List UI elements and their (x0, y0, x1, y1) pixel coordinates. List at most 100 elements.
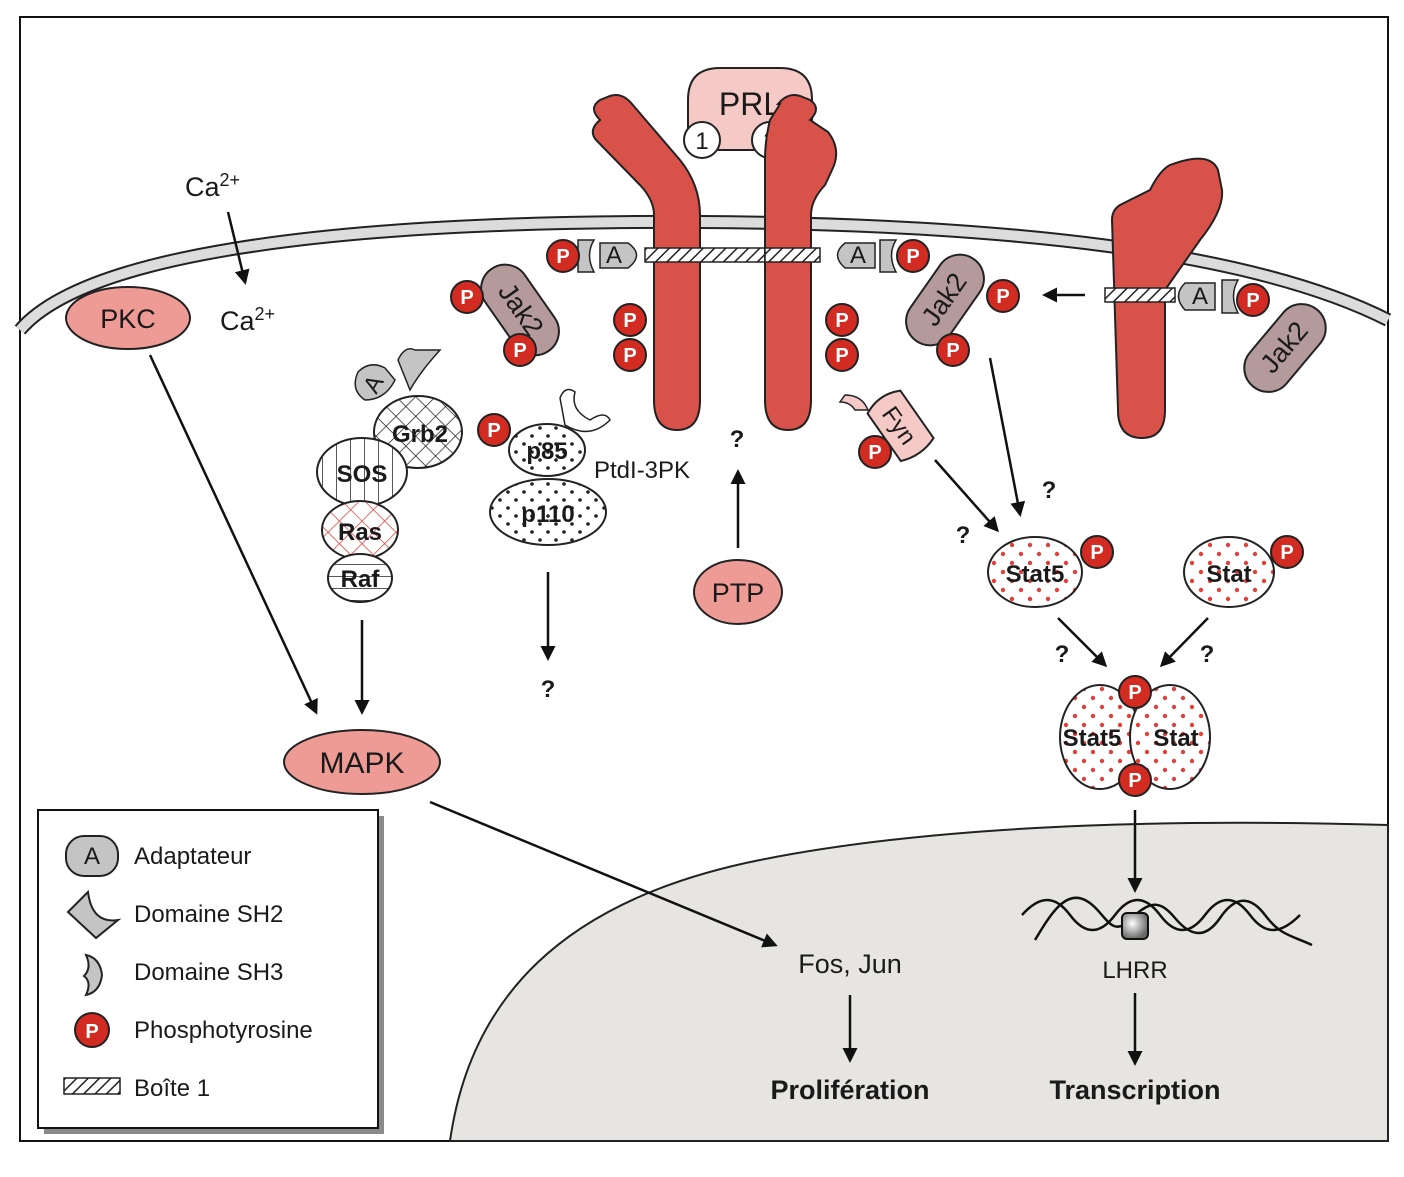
svg-text:P: P (868, 442, 881, 464)
dna-helix (1021, 896, 1313, 947)
adaptor-monomer: A (1177, 279, 1240, 314)
box1-left (644, 247, 766, 263)
svg-text:P: P (460, 287, 473, 309)
pkc-label: PKC (100, 304, 156, 334)
arrows (148, 287, 1209, 1066)
svg-text:P: P (1090, 542, 1103, 564)
svg-text:P: P (1246, 290, 1259, 312)
stat5-node: Stat5 (987, 536, 1083, 608)
ptp-node: PTP (693, 559, 783, 625)
mapk-node: MAPK (283, 729, 441, 795)
legend-label-boite1: Boîte 1 (134, 1075, 210, 1102)
legend-label-sh2: Domaine SH2 (134, 901, 283, 928)
pi3k-label: PtdI-3PK (594, 457, 690, 484)
arrow-pkc-mapk (148, 354, 318, 715)
arrow-stat5-dimer (1057, 617, 1108, 668)
unknown-fyn-stat5: ? (956, 522, 971, 549)
sh2-domain-icon (577, 239, 596, 273)
sh2-domain-icon (1221, 279, 1240, 314)
stat-node: Stat (1183, 536, 1275, 608)
adaptor-label: A (606, 242, 622, 269)
phosphotyrosine-stat5: P (1080, 535, 1114, 569)
phosphotyrosine-jak2-mid-top: P (896, 239, 930, 273)
unknown-jak2-stat5: ? (1042, 477, 1057, 504)
dimer-stat5-label: Stat5 (1063, 725, 1122, 752)
p110-node (489, 478, 607, 546)
box1-hatch-icon (63, 1077, 121, 1095)
adaptor-icon-label: A (84, 843, 100, 870)
grb2-label: Grb2 (392, 421, 448, 448)
svg-text:P: P (513, 340, 526, 362)
phosphotyrosine-jak2-left-side: P (450, 280, 484, 314)
stat-label: Stat (1206, 561, 1251, 588)
pkc-node: PKC (65, 286, 191, 350)
svg-text:P: P (1128, 682, 1141, 704)
sos-label: SOS (337, 461, 388, 488)
phosphotyrosine-jak2-mid-side: P (986, 279, 1020, 313)
phosphotyrosine-jak2-left-bottom: P (503, 333, 537, 367)
adaptor-label: A (850, 242, 866, 269)
adaptor-label: A (1192, 283, 1208, 310)
stat5-label: Stat5 (1006, 561, 1065, 588)
box1-monomer (1104, 287, 1176, 303)
svg-text:P: P (1280, 542, 1293, 564)
unknown-stat5-dimer: ? (1055, 641, 1070, 668)
adaptor-grb2 (354, 364, 396, 401)
svg-text:P: P (1128, 770, 1141, 792)
proliferation-label: Prolifération (770, 1075, 929, 1105)
phospho-icon-label: P (85, 1021, 98, 1043)
adaptor-left: A (577, 239, 638, 273)
svg-text:P: P (835, 310, 848, 332)
calcium-outside: Ca2+ (185, 170, 240, 202)
dimer-stat-label: Stat (1153, 725, 1198, 752)
phosphotyrosine-jak2-left-top: P (546, 239, 580, 273)
nucleus (448, 821, 1389, 1142)
stat-dimer: Stat5 Stat (1059, 684, 1211, 790)
site-1-label: 1 (695, 128, 708, 155)
ras-pathway-complex: A Grb2 SOS Ras Raf (316, 348, 463, 603)
lhrr-label: LHRR (1102, 957, 1167, 984)
sh2-domain-icon (879, 239, 898, 273)
phosphotyrosine-stat: P (1270, 535, 1304, 569)
raf-label: Raf (341, 566, 381, 593)
phosphotyrosine-receptor-left-upper: P (613, 303, 647, 337)
receptor-monomer (1104, 157, 1224, 440)
phosphotyrosine-icon: P (74, 1012, 110, 1048)
phosphotyrosine-receptor-right-upper: P (825, 303, 859, 337)
sh2-domain-icon (559, 388, 611, 433)
dimer-stat-node (1129, 684, 1211, 790)
svg-text:P: P (487, 420, 500, 442)
ptp-label: PTP (712, 578, 765, 608)
svg-text:P: P (946, 340, 959, 362)
box1-right (764, 247, 821, 263)
p110-label: p110 (521, 501, 574, 528)
svg-text:P: P (556, 246, 569, 268)
binding-site-1 (683, 121, 721, 159)
raf-node (327, 553, 393, 603)
unknown-stat-dimer: ? (1200, 641, 1215, 668)
transcription-label: Transcription (1049, 1075, 1220, 1105)
phosphotyrosine-p85: P (477, 413, 511, 447)
calcium-inside: Ca2+ (220, 304, 275, 336)
arrow-jak2-stat5 (988, 357, 1026, 517)
svg-text:P: P (623, 310, 636, 332)
sh3-domain-icon (82, 953, 104, 997)
svg-text:P: P (623, 345, 636, 367)
svg-text:P: P (996, 286, 1009, 308)
adaptor-icon: A (65, 835, 119, 877)
mapk-label: MAPK (319, 747, 404, 780)
fos-jun-label: Fos, Jun (798, 949, 902, 979)
legend: A Adaptateur Domaine SH2 Domaine SH3 P P… (37, 809, 384, 1134)
sh2-domain-icon (397, 348, 442, 392)
p85-label: p85 (526, 438, 567, 465)
phosphotyrosine-jak2-right-top: P (1236, 283, 1270, 317)
receptor-right (764, 94, 838, 432)
adaptor-right: A (836, 239, 898, 273)
prl-label: PRL (719, 86, 781, 122)
response-element (1121, 912, 1149, 940)
sh2-domain-icon (66, 889, 122, 940)
phosphotyrosine-jak2-mid-bottom: P (936, 333, 970, 367)
legend-label-adaptateur: Adaptateur (134, 843, 251, 870)
ras-label: Ras (338, 519, 382, 546)
